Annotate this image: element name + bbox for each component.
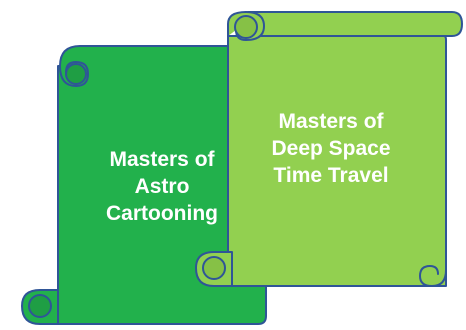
left-scroll-line-1: Masters of <box>109 148 215 171</box>
right-scroll-line-2: Deep Space <box>271 137 391 160</box>
right-scroll-title: Masters of Deep Space Time Travel <box>238 108 424 189</box>
left-scroll-bottom-roll <box>28 294 52 318</box>
right-scroll-line-1: Masters of <box>278 110 384 133</box>
right-scroll-bottom-roll <box>202 256 226 280</box>
right-scroll <box>195 11 463 287</box>
right-scroll-line-3: Time Travel <box>273 164 389 187</box>
left-scroll-title: Masters of Astro Cartooning <box>82 146 242 227</box>
right-scroll-top-bar <box>247 11 463 37</box>
left-scroll-line-2: Astro <box>134 175 190 198</box>
left-scroll-line-3: Cartooning <box>106 202 218 225</box>
right-scroll-body <box>227 35 447 287</box>
right-scroll-top-roll <box>234 15 258 39</box>
right-scroll-bottom-right-curl <box>419 265 447 287</box>
left-scroll-top-roll <box>65 63 87 85</box>
